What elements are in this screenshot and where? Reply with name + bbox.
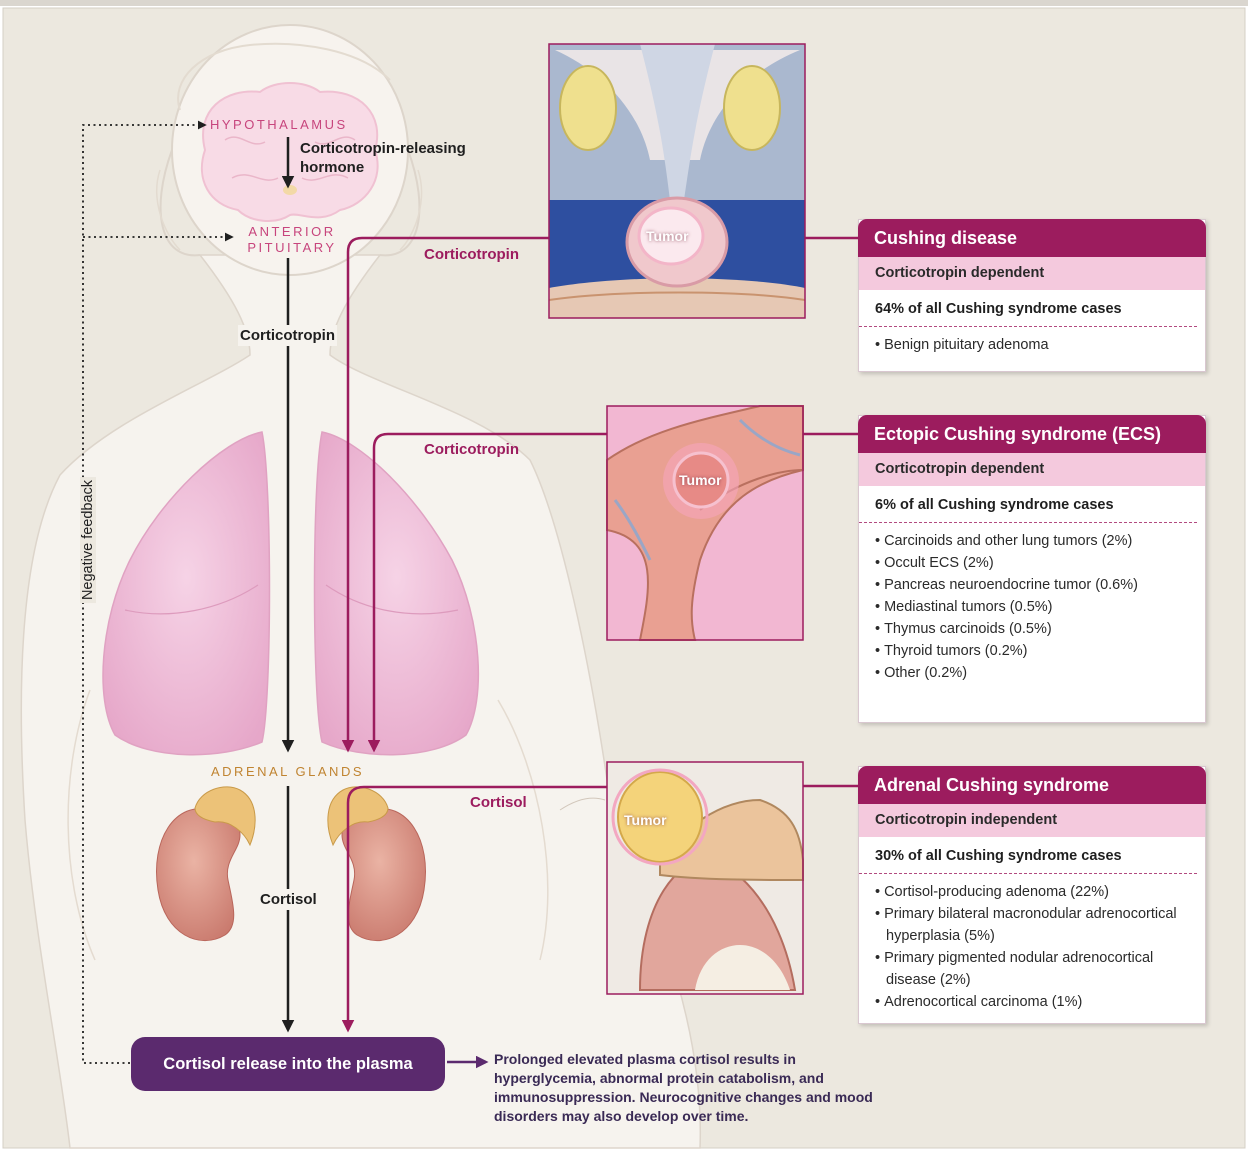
card-share: 64% of all Cushing syndrome cases — [859, 290, 1197, 327]
adrenal-cushing-card: Adrenal Cushing syndrome Corticotropin i… — [858, 766, 1206, 1024]
negative-feedback-label: Negative feedback — [80, 477, 96, 603]
cause-item: Primary pigmented nodular adrenocortical… — [875, 947, 1193, 991]
anterior-pituitary-label-line1: ANTERIOR — [244, 224, 340, 240]
tumor-label-lung: Tumor — [679, 472, 722, 488]
branch-label-pituitary: Corticotropin — [424, 246, 519, 263]
cause-item: Pancreas neuroendocrine tumor (0.6%) — [875, 574, 1193, 596]
card-dependency: Corticotropin dependent — [859, 257, 1205, 290]
crh-label-line1: Corticotropin-releasing — [300, 139, 466, 158]
card-title: Cushing disease — [858, 219, 1206, 257]
card-title: Adrenal Cushing syndrome — [858, 766, 1206, 804]
adrenal-tumor-inset — [607, 762, 803, 994]
tumor-label-pituitary: Tumor — [646, 228, 689, 244]
tumor-label-adrenal: Tumor — [624, 812, 667, 828]
branch-label-ectopic: Corticotropin — [424, 441, 519, 458]
cause-item: Thymus carcinoids (0.5%) — [875, 618, 1193, 640]
card-cause-list: Benign pituitary adenoma — [859, 327, 1205, 364]
crh-label: Corticotropin-releasing hormone — [300, 139, 466, 177]
cause-item: Benign pituitary adenoma — [875, 334, 1193, 356]
card-share: 6% of all Cushing syndrome cases — [859, 486, 1197, 523]
cause-item: Other (0.2%) — [875, 662, 1193, 684]
hypothalamus-label: HYPOTHALAMUS — [210, 117, 348, 133]
cause-item: Thyroid tumors (0.2%) — [875, 640, 1193, 662]
adrenal-glands-label: ADRENAL GLANDS — [211, 764, 364, 780]
lung-tumor-inset — [607, 406, 803, 640]
cortisol-pathway-label: Cortisol — [258, 889, 319, 910]
crh-label-line2: hormone — [300, 158, 466, 177]
anterior-pituitary-label-line2: PITUITARY — [244, 240, 340, 256]
outcome-text: Prolonged elevated plasma cortisol resul… — [494, 1050, 894, 1126]
cause-item: Carcinoids and other lung tumors (2%) — [875, 530, 1193, 552]
anterior-pituitary-label: ANTERIOR PITUITARY — [244, 224, 340, 256]
cause-item: Cortisol-producing adenoma (22%) — [875, 881, 1193, 903]
cortisol-release-box: Cortisol release into the plasma — [131, 1037, 445, 1091]
cause-item: Mediastinal tumors (0.5%) — [875, 596, 1193, 618]
card-dependency: Corticotropin independent — [859, 804, 1205, 837]
card-cause-list: Carcinoids and other lung tumors (2%) Oc… — [859, 523, 1205, 692]
cushing-disease-card: Cushing disease Corticotropin dependent … — [858, 219, 1206, 372]
cause-item: Primary bilateral macronodular adrenocor… — [875, 903, 1193, 947]
pituitary-tumor-inset — [549, 44, 805, 318]
card-title: Ectopic Cushing syndrome (ECS) — [858, 415, 1206, 453]
corticotropin-pathway-label: Corticotropin — [238, 325, 337, 346]
card-share: 30% of all Cushing syndrome cases — [859, 837, 1197, 874]
cause-item: Occult ECS (2%) — [875, 552, 1193, 574]
card-cause-list: Cortisol-producing adenoma (22%) Primary… — [859, 874, 1205, 1021]
ectopic-cushing-card: Ectopic Cushing syndrome (ECS) Corticotr… — [858, 415, 1206, 723]
branch-label-adrenal: Cortisol — [470, 794, 527, 811]
cause-item: Adrenocortical carcinoma (1%) — [875, 991, 1193, 1013]
card-dependency: Corticotropin dependent — [859, 453, 1205, 486]
